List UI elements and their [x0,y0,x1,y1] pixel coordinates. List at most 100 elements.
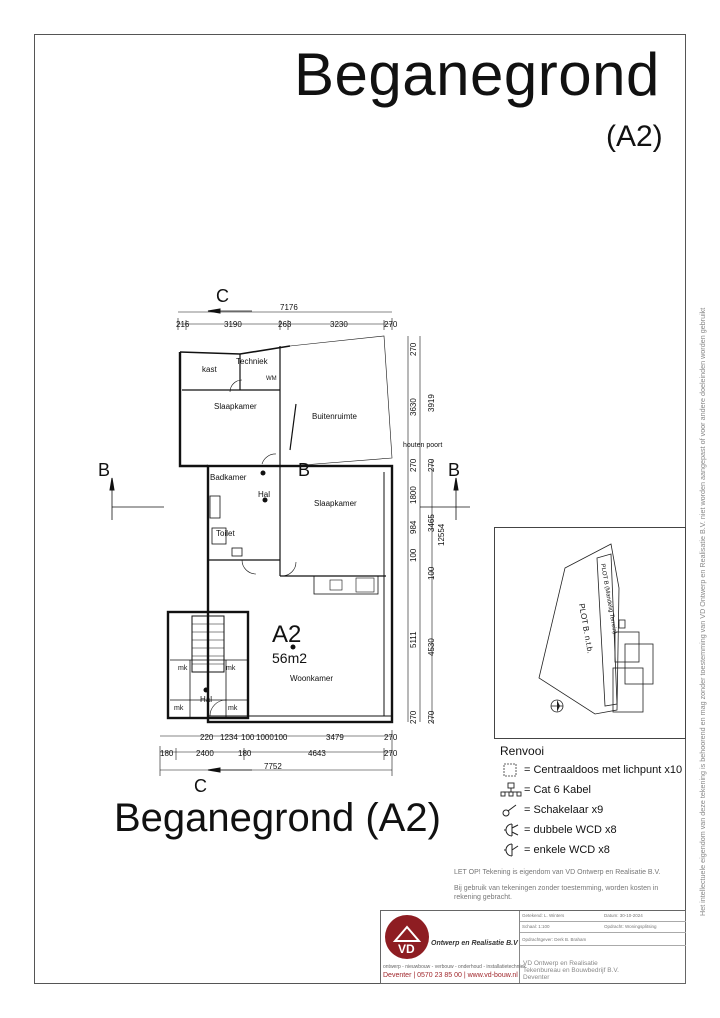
dim-bottom-r2c: 180 [238,749,252,758]
firm-line-1: VD Ontwerp en Realisatie [523,960,598,967]
room-label-slaapkamer-2: Slaapkamer [314,499,357,508]
dim-right-12: 5111 [409,631,418,648]
legend-row: = Cat 6 Kabel [500,780,690,800]
room-label-wm: WM [266,376,277,382]
unit-area: 56m2 [272,650,307,666]
dim-right-13: 4530 [427,638,436,656]
dim-right-9: 3465 [427,514,436,532]
legend-text: = dubbele WCD x8 [524,824,617,836]
dim-bottom-r1a: 220 [200,733,214,742]
dim-right-4: 270 [409,458,418,472]
side-note-line: Het intellectuele eigendom van deze teke… [698,308,707,916]
site-plan-drawing: PLOT B (Mandelig Terrein) PLOT B. n.t.b. [538,543,654,715]
tb-field-1: Getekend: L. Winters [522,913,565,918]
room-label-badkamer: Badkamer [210,473,247,482]
dim-top-2: 3190 [224,320,242,329]
dim-bottom-r1d: 1000 [256,733,274,742]
room-label-hal-1: Hal [258,490,270,499]
room-label-woonkamer: Woonkamer [290,674,333,683]
section-marker-b-left: B [98,460,110,480]
room-label-techniek: Techniek [236,357,269,366]
dim-top-3: 263 [278,320,292,329]
room-label-mk-1: mk [178,665,188,672]
dim-bottom-r1f: 3479 [326,733,344,742]
legend-row: = Centraaldoos met lichpunt x10 [500,760,690,780]
dim-right-10: 12554 [437,523,446,546]
legend-row: = enkele WCD x8 [500,840,690,860]
inset-label-plot-b-ntb: PLOT B. n.t.b. [577,603,595,654]
tb-field-2: Datum: 30-10-2024 [604,913,643,918]
switch-icon [502,804,517,817]
room-label-buitenruimte: Buitenruimte [312,412,357,421]
legend-text: = Schakelaar x9 [524,804,604,816]
title-block-fields: Getekend: L. Winters Datum: 30-10-2024 Sc… [520,911,686,983]
dim-bottom-r2a: 180 [160,749,174,758]
junction-box-icon [503,763,517,777]
dim-right-6: 1800 [409,486,418,504]
inset-label-plot-b-terrein: PLOT B (Mandelig Terrein) [599,563,617,634]
dim-right-3: 3919 [427,394,436,412]
notice-line-1: LET OP! Tekening is eigendom van VD Ontw… [454,869,661,876]
section-marker-b-mid: B [298,460,310,480]
dim-top-5: 270 [384,320,398,329]
legend-row: = Schakelaar x9 [500,800,690,820]
room-label-mk-3: mk [174,705,184,712]
title-block: VD Ontwerp en Realisatie B.V ontwerp - n… [380,910,686,984]
notice-line-2: Bij gebruik van tekeningen zonder toeste… [454,885,659,901]
legend-row: = dubbele WCD x8 [500,820,690,840]
tb-field-3: Schaal: 1:100 [522,924,550,929]
dim-top-4: 3230 [330,320,348,329]
company-tagline: ontwerp - nieuwbouw - verbouw - onderhou… [383,964,526,970]
legend-title: Renvooi [500,744,545,758]
legend-text: = enkele WCD x8 [524,844,610,856]
unit-label: A2 [272,621,301,648]
dim-right-7: 984 [409,520,418,534]
company-contact: Deventer | 0570 23 85 00 | www.vd-bouw.n… [383,972,518,979]
tb-field-5: Opdrachtgever: Derk B. Braham [522,937,587,942]
room-label-mk-2: mk [226,665,236,672]
site-plan-inset: PLOT B (Mandelig Terrein) PLOT B. n.t.b. [494,527,686,739]
side-note-text: Het intellectuele eigendom van deze teke… [698,308,707,916]
dim-right-14: 270 [409,710,418,724]
logo-letters: VD [398,942,415,956]
dim-right-1: 270 [409,342,418,356]
dim-top-1: 216 [176,320,190,329]
legend-text: = Centraaldoos met lichpunt x10 [524,764,683,776]
dim-right-5: 270 [427,458,436,472]
dim-right-2: 3630 [409,398,418,416]
network-icon [500,782,522,797]
room-label-slaapkamer-1: Slaapkamer [214,402,257,411]
section-marker-c-bottom: C [194,776,207,796]
legend-text: = Cat 6 Kabel [524,784,591,796]
firm-line-3: Deventer [523,974,550,981]
dim-bottom-r1e: 100 [274,733,288,742]
page-subtitle: (A2) [606,120,663,153]
company-name: Ontwerp en Realisatie B.V [431,940,518,947]
dim-right-11: 100 [427,566,436,580]
dim-bottom-total: 7752 [264,762,282,771]
room-label-toilet: Toilet [216,529,235,538]
double-socket-icon [504,823,519,837]
dim-right-8: 100 [409,548,418,562]
drawing-caption: Beganegrond (A2) [114,796,441,840]
page-title: Beganegrond [294,41,660,108]
room-label-hal-2: Hal [200,695,212,704]
dim-bottom-r2e: 270 [384,749,398,758]
dim-bottom-r2b: 2400 [196,749,214,758]
dim-bottom-r1c: 100 [241,733,255,742]
label-houten-poort: houten poort [403,442,442,449]
company-logo-cell: VD Ontwerp en Realisatie B.V ontwerp - n… [381,911,526,983]
legend: Renvooi = Centraaldoos met lichpunt x10 … [500,744,690,860]
tb-field-4: Opdracht: Woningsplitsing [604,924,657,929]
drawing-sheet-border [34,34,686,984]
north-arrow-icon [550,699,564,713]
room-label-kast: kast [202,365,217,374]
dim-right-15: 270 [427,710,436,724]
dim-bottom-r1g: 270 [384,733,398,742]
firm-details: VD Ontwerp en Realisatie Tekenbureau en … [523,960,619,981]
room-label-mk-4: mk [228,705,238,712]
copyright-notice: LET OP! Tekening is eigendom van VD Ontw… [454,868,684,909]
firm-line-2: Tekenbureau en Bouwbedrijf B.V. [523,967,619,974]
dim-top-total: 7176 [280,303,298,312]
